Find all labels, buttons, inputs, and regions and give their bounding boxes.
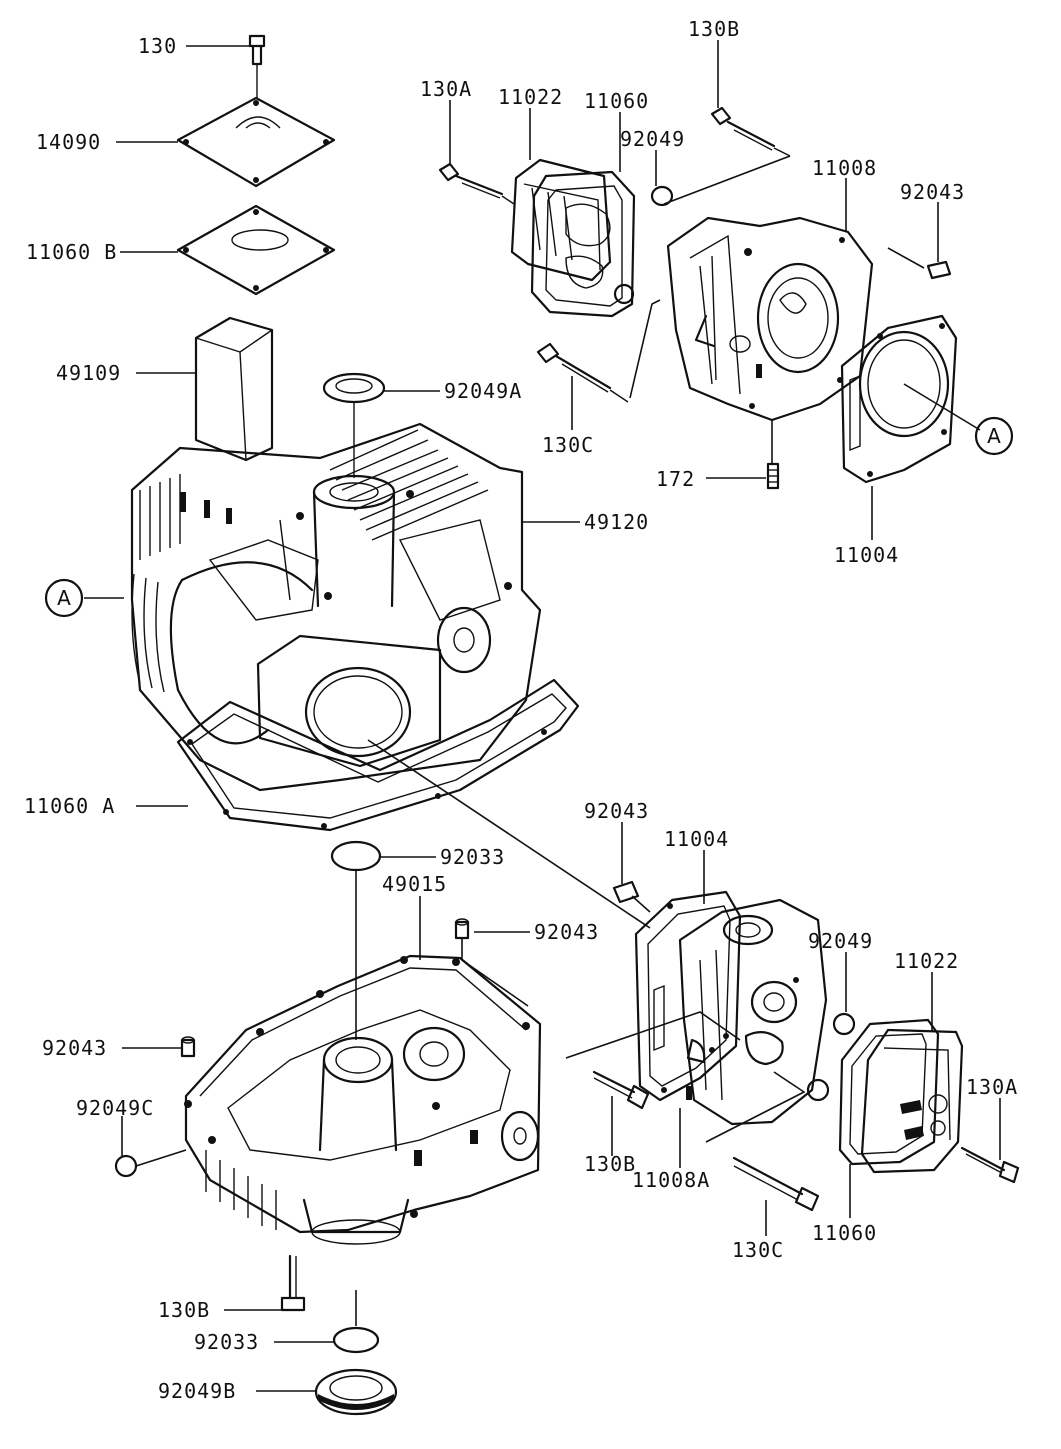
callout-92043-lower: 92043	[584, 799, 649, 823]
callout-130b-lower: 130B	[584, 1152, 636, 1176]
head-gasket-11004-top	[840, 314, 958, 484]
callout-49015: 49015	[382, 872, 447, 896]
filter-element-49109	[194, 316, 274, 462]
bolt-130-top	[248, 34, 266, 98]
callout-92043-top: 92043	[900, 180, 965, 204]
callout-11060-lower: 11060	[812, 1221, 877, 1245]
dowel-92043-top	[926, 260, 952, 280]
rocker-cover-11022-top	[510, 158, 612, 282]
head-gasket-11004-lower	[634, 890, 742, 1102]
callout-14090: 14090	[36, 130, 101, 154]
oring-92033-top	[330, 840, 382, 872]
callout-11004-top: 11004	[834, 543, 899, 567]
callout-92043-left: 92043	[42, 1036, 107, 1060]
oil-seal-92049-top	[613, 185, 674, 305]
callout-49120: 49120	[584, 510, 649, 534]
callout-labels: 130 14090 11060 B 49109 92049A 49120 110…	[24, 17, 1018, 1403]
callout-11004-lower: 11004	[664, 827, 729, 851]
callout-11060a: 11060 A	[24, 794, 115, 818]
oil-seal-92049-lower	[806, 1012, 856, 1102]
bolt-130c-lower	[732, 1156, 820, 1212]
callout-92033-bottom: 92033	[194, 1330, 259, 1354]
dowel-92043-pan	[454, 918, 470, 940]
callout-92049a: 92049A	[444, 379, 522, 403]
crankcase-49120	[130, 422, 542, 792]
bolt-130a-top	[438, 162, 515, 205]
callout-92033-top: 92033	[440, 845, 505, 869]
dowel-92043-lower	[612, 880, 651, 913]
callout-49109: 49109	[56, 361, 121, 385]
oil-seal-92049a	[322, 372, 386, 478]
lower-guide-lines	[461, 938, 806, 1143]
rocker-gasket-11060-lower	[838, 1018, 940, 1166]
svg-text:A: A	[57, 586, 71, 610]
callout-172: 172	[656, 467, 695, 491]
rocker-gasket-11060-top	[530, 170, 636, 318]
callout-11008: 11008	[812, 156, 877, 180]
callout-92049-top: 92049	[620, 127, 685, 151]
dowel-92043-left	[180, 1036, 196, 1058]
reference-marker-a-left: A	[44, 578, 84, 618]
callout-130c-lower: 130C	[732, 1238, 784, 1262]
callout-130a-top: 130A	[420, 77, 472, 101]
bolt-130b-pan	[280, 1254, 306, 1312]
cylinder-head-11008a	[678, 898, 828, 1126]
callout-92049c: 92049C	[76, 1096, 154, 1120]
oil-pan-49015	[184, 954, 542, 1245]
svg-text:A: A	[987, 424, 1001, 448]
breather-gasket-11060b	[176, 204, 336, 296]
callout-11060b: 11060 B	[26, 240, 117, 264]
callout-11022-lower: 11022	[894, 949, 959, 973]
plug-172	[766, 462, 780, 490]
reference-marker-a-right: A	[974, 416, 1014, 456]
top-guide-lines	[629, 155, 981, 464]
callout-130-top: 130	[138, 34, 177, 58]
callout-130b-top: 130B	[688, 17, 740, 41]
callout-11060-top: 11060	[584, 89, 649, 113]
crankcase-gasket-11060a	[176, 678, 580, 832]
alignment-line-a	[367, 739, 651, 929]
rocker-cover-11022-lower	[860, 1028, 964, 1174]
callout-130b-pan: 130B	[158, 1298, 210, 1322]
oil-seal-92049b	[314, 1368, 398, 1416]
bolt-130b-lower	[592, 1070, 650, 1110]
bolt-130c-top	[536, 342, 629, 403]
breather-cover-14090	[176, 96, 336, 188]
callout-11008a: 11008A	[632, 1168, 710, 1192]
callout-92043-pan: 92043	[534, 920, 599, 944]
callout-92049-lower: 92049	[808, 929, 873, 953]
bolt-130b-top	[710, 106, 791, 157]
oil-seal-92049c	[114, 1149, 187, 1178]
bolt-130a-lower	[960, 1146, 1020, 1184]
callout-130c-top: 130C	[542, 433, 594, 457]
callout-92049b: 92049B	[158, 1379, 236, 1403]
callout-130a-lower: 130A	[966, 1075, 1018, 1099]
oring-92033-bottom	[332, 1290, 380, 1354]
callout-11022-top: 11022	[498, 85, 563, 109]
leader-lines	[84, 40, 1001, 1392]
